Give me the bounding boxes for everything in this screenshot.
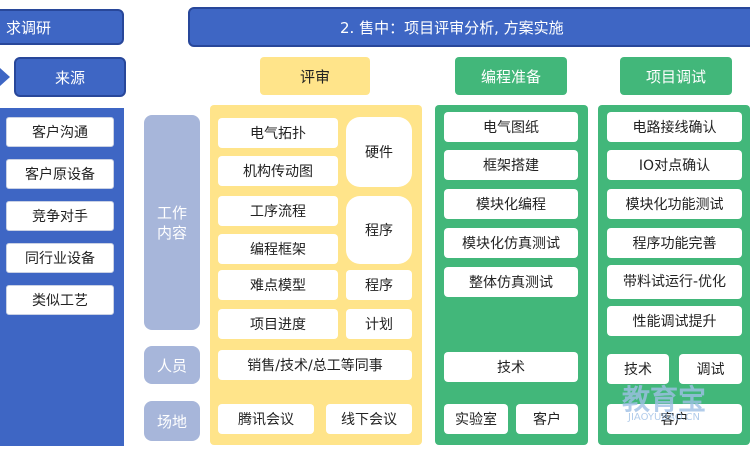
review-item-4: 难点模型 — [218, 270, 338, 300]
prep-item-0: 电气图纸 — [444, 112, 578, 142]
debug-people-1: 调试 — [679, 354, 742, 384]
debug-people-label: 技术 — [624, 362, 652, 378]
debug-item-label: 性能调试提升 — [632, 314, 717, 330]
watermark-logo-text: 教育宝 — [622, 383, 707, 416]
source-item-label: 类似工艺 — [32, 293, 88, 309]
review-site-1: 线下会议 — [326, 404, 412, 434]
row-label-work: 工作 内容 — [144, 115, 200, 330]
row-label-people: 人员 — [144, 346, 200, 384]
prep-item-label: 框架搭建 — [483, 158, 539, 174]
left-banner-text: 求调研 — [6, 18, 52, 37]
review-side-program-2: 程序 — [346, 270, 412, 300]
main-banner-text: 2. 售中：项目评审分析, 方案实施 — [340, 18, 564, 37]
debug-item-label: 模块化功能测试 — [625, 197, 724, 213]
prep-item-4: 整体仿真测试 — [444, 267, 578, 297]
review-item-label: 项目进度 — [250, 317, 306, 333]
review-people-label: 销售/技术/总工等同事 — [247, 358, 383, 374]
source-tag-text: 来源 — [54, 68, 85, 87]
prep-site-1: 客户 — [516, 404, 578, 434]
prep-item-label: 模块化仿真测试 — [462, 236, 560, 252]
source-tag: 来源 — [14, 57, 126, 97]
debug-site-label: 客户 — [660, 412, 689, 428]
watermark-url-text: JIAOYUBAO.CN — [628, 412, 700, 423]
debug-item-label: 电路接线确认 — [632, 120, 717, 136]
review-item-label: 编程框架 — [250, 242, 306, 258]
prep-item-label: 电气图纸 — [483, 120, 539, 136]
review-item-3: 编程框架 — [218, 234, 338, 264]
review-item-label: 工序流程 — [250, 204, 306, 220]
prep-site-label: 客户 — [533, 412, 561, 428]
review-item-0: 电气拓扑 — [218, 118, 338, 148]
review-side-label: 程序 — [365, 278, 393, 294]
debug-site: 客户 — [607, 404, 742, 434]
prep-site-label: 实验室 — [455, 412, 497, 428]
review-site-label: 线下会议 — [341, 412, 397, 428]
review-site-0: 腾讯会议 — [218, 404, 314, 434]
source-item-3: 同行业设备 — [6, 243, 114, 273]
debug-item-3: 程序功能完善 — [607, 228, 742, 258]
review-side-program: 程序 — [346, 196, 412, 264]
source-item-label: 竞争对手 — [32, 209, 88, 225]
review-tag-text: 评审 — [299, 67, 330, 86]
review-item-label: 机构传动图 — [243, 164, 313, 180]
source-item-0: 客户沟通 — [6, 117, 114, 147]
arrow-icon — [0, 68, 10, 86]
debug-tag: 项目调试 — [620, 57, 732, 95]
review-side-hardware: 硬件 — [346, 117, 412, 187]
review-side-plan: 计划 — [346, 309, 412, 339]
prep-people: 技术 — [444, 352, 578, 382]
debug-item-5: 性能调试提升 — [607, 306, 742, 336]
review-item-5: 项目进度 — [218, 309, 338, 339]
prep-tag-text: 编程准备 — [480, 67, 541, 86]
debug-item-label: 带料试运行-优化 — [622, 273, 727, 290]
row-label-people-text: 人员 — [156, 356, 187, 375]
source-item-1: 客户原设备 — [6, 159, 114, 189]
prep-item-2: 模块化编程 — [444, 189, 578, 219]
main-banner: 2. 售中：项目评审分析, 方案实施 — [188, 7, 750, 47]
prep-item-1: 框架搭建 — [444, 150, 578, 180]
review-side-label: 程序 — [365, 223, 393, 239]
source-item-label: 客户沟通 — [32, 125, 88, 141]
debug-item-2: 模块化功能测试 — [607, 189, 742, 219]
review-people: 销售/技术/总工等同事 — [218, 350, 412, 380]
debug-tag-text: 项目调试 — [645, 67, 706, 86]
source-item-label: 同行业设备 — [25, 251, 95, 267]
debug-item-label: IO对点确认 — [638, 158, 711, 174]
debug-item-label: 程序功能完善 — [632, 236, 717, 252]
review-side-label: 硬件 — [365, 145, 393, 161]
watermark-url: JIAOYUBAO.CN — [628, 412, 700, 423]
left-banner: 求调研 — [0, 9, 124, 45]
source-item-4: 类似工艺 — [6, 285, 114, 315]
debug-people-label: 调试 — [696, 362, 725, 378]
review-site-label: 腾讯会议 — [238, 412, 294, 428]
review-item-1: 机构传动图 — [218, 156, 338, 186]
row-label-site-text: 场地 — [156, 412, 187, 431]
prep-people-label: 技术 — [497, 360, 525, 376]
debug-item-0: 电路接线确认 — [607, 112, 742, 142]
review-side-label: 计划 — [365, 317, 393, 333]
source-item-label: 客户原设备 — [25, 167, 95, 183]
debug-item-1: IO对点确认 — [607, 150, 742, 180]
prep-site-0: 实验室 — [444, 404, 508, 434]
row-label-work-text: 工作 内容 — [156, 203, 187, 242]
prep-tag: 编程准备 — [455, 57, 567, 95]
prep-item-label: 模块化编程 — [476, 197, 546, 213]
review-item-label: 难点模型 — [250, 278, 306, 294]
row-label-site: 场地 — [144, 401, 200, 441]
prep-item-3: 模块化仿真测试 — [444, 228, 578, 258]
debug-people-0: 技术 — [607, 354, 669, 384]
prep-item-label: 整体仿真测试 — [469, 275, 553, 291]
review-tag: 评审 — [260, 57, 370, 95]
review-item-label: 电气拓扑 — [250, 126, 306, 142]
watermark-logo: 教育宝 — [622, 378, 706, 418]
source-item-2: 竞争对手 — [6, 201, 114, 231]
debug-item-4: 带料试运行-优化 — [607, 265, 742, 299]
review-item-2: 工序流程 — [218, 196, 338, 226]
